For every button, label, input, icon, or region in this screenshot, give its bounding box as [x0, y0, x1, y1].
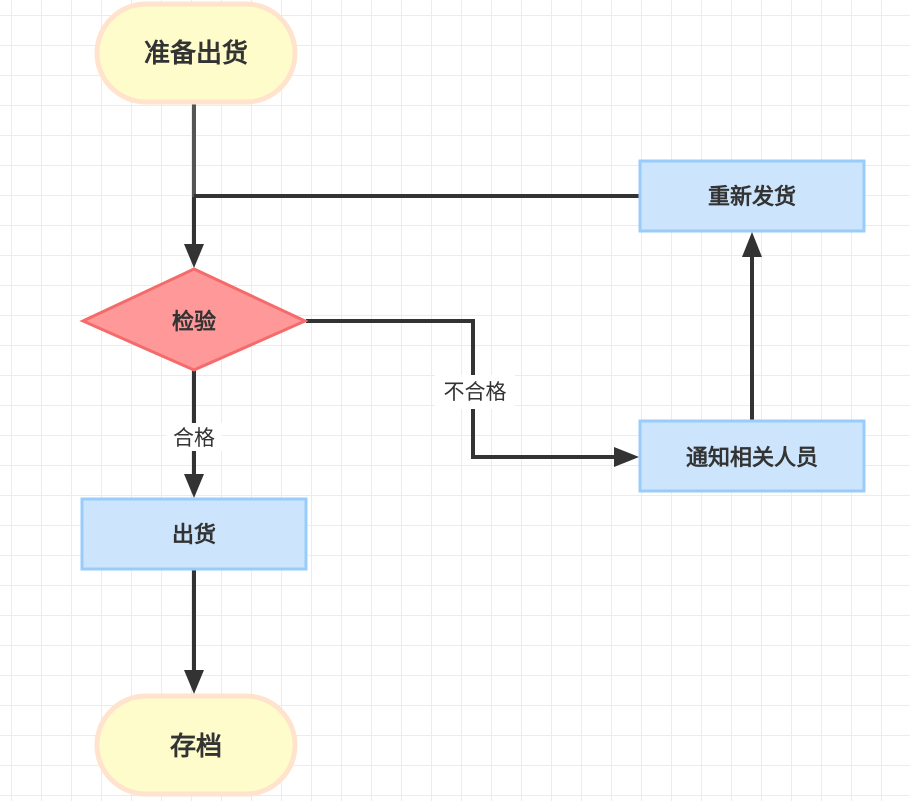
arrowhead-icon	[742, 232, 762, 257]
node-start[interactable]: 准备出货	[94, 1, 298, 105]
edge-start-to-inspect[interactable]	[184, 104, 204, 268]
node-reship-label: 重新发货	[708, 184, 796, 210]
edge-label-bg	[435, 375, 515, 409]
node-notify[interactable]: 通知相关人员	[638, 419, 866, 493]
node-archive-label: 存档	[170, 732, 222, 762]
node-ship[interactable]: 出货	[80, 497, 308, 571]
arrowhead-icon	[184, 244, 204, 268]
node-start-label: 准备出货	[144, 38, 248, 69]
node-reship[interactable]: 重新发货	[638, 159, 866, 233]
edge-label-pass: 合格	[173, 426, 215, 450]
edge-inspect-fail[interactable]: 不合格	[306, 319, 639, 467]
node-notify-label: 通知相关人员	[686, 445, 818, 471]
node-inspect-label: 检验	[172, 309, 216, 335]
edge-label-bg	[166, 423, 222, 451]
node-ship-label: 出货	[172, 522, 216, 548]
edge-ship-to-archive[interactable]	[184, 570, 204, 694]
node-inspect-decision[interactable]: 检验	[79, 267, 309, 372]
node-archive[interactable]: 存档	[94, 693, 298, 797]
edge-notify-to-reship[interactable]	[742, 232, 762, 420]
edge-label-fail: 不合格	[444, 380, 507, 404]
arrowhead-icon	[614, 447, 639, 467]
edge-inspect-pass[interactable]: 合格	[166, 370, 222, 498]
arrowhead-icon	[184, 474, 204, 498]
arrowhead-icon	[184, 670, 204, 694]
